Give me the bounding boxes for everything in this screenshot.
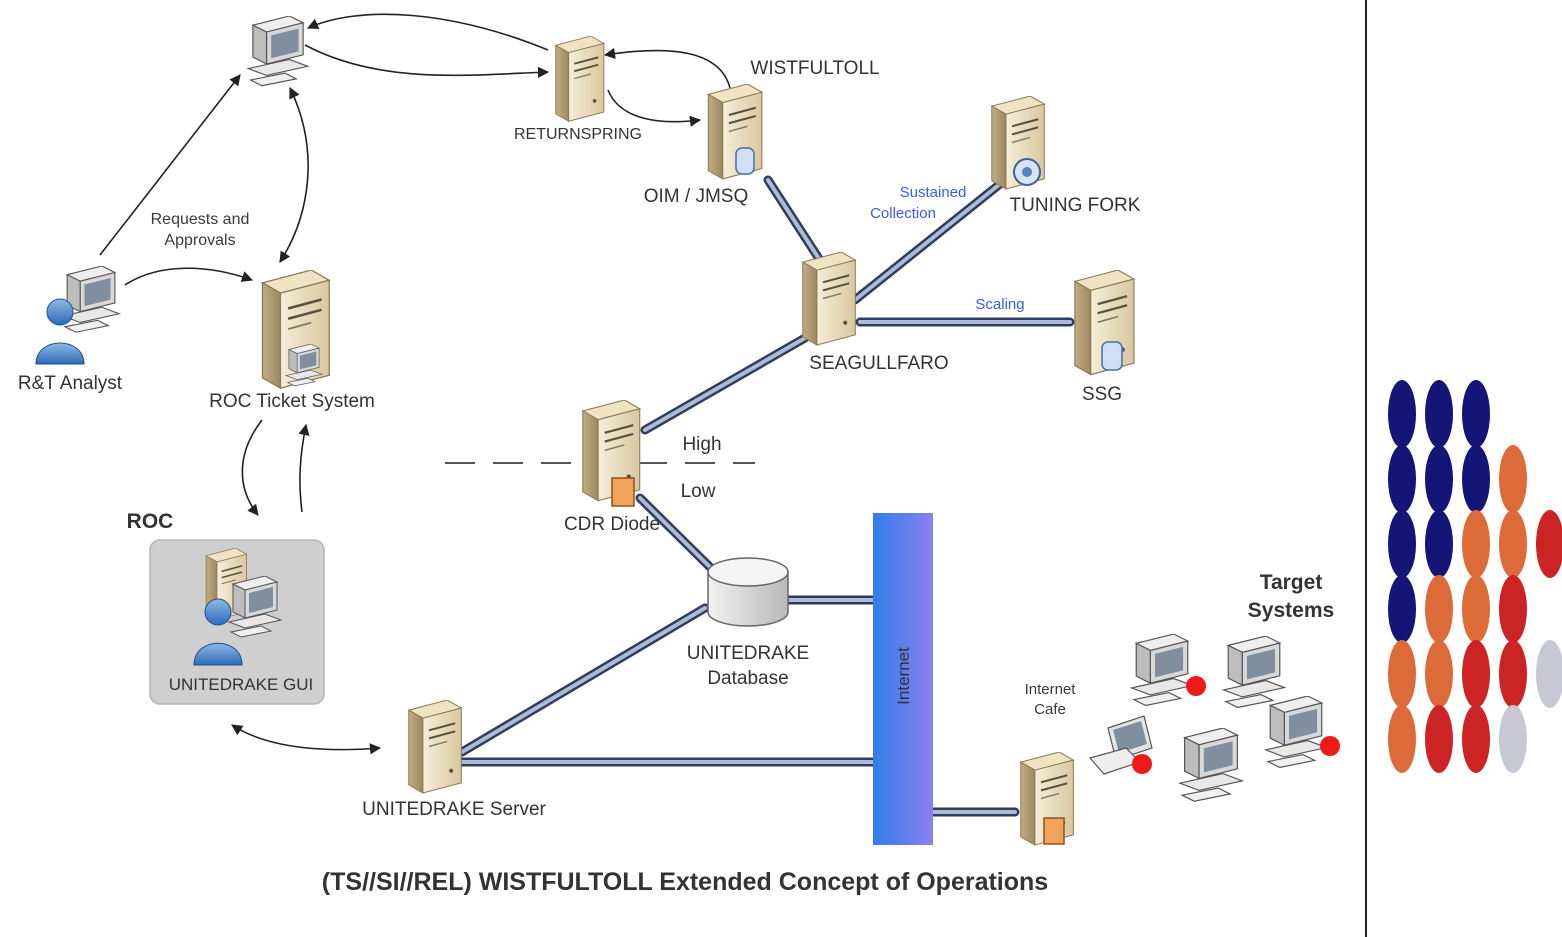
dot-gray bbox=[1499, 705, 1527, 773]
dot-orange bbox=[1462, 510, 1490, 578]
dot-red bbox=[1499, 575, 1527, 643]
unitedrake-database-icon bbox=[707, 557, 789, 627]
roc-ticket-server-icon bbox=[261, 270, 331, 390]
tuning-fork-server-icon bbox=[990, 96, 1046, 191]
low-label: Low bbox=[681, 481, 716, 502]
unitedrake-gui-label: UNITEDRAKE GUI bbox=[169, 675, 314, 694]
sustained-collection-line2: Collection bbox=[870, 205, 936, 222]
dot-navy bbox=[1388, 575, 1416, 643]
dot-orange bbox=[1425, 575, 1453, 643]
target-systems-label-line2: Systems bbox=[1248, 599, 1334, 622]
wistfultoll-label: WISTFULTOLL bbox=[750, 58, 879, 79]
network-links bbox=[457, 175, 1075, 817]
dot-navy bbox=[1388, 445, 1416, 513]
dot-red bbox=[1499, 640, 1527, 708]
dot-red bbox=[1425, 705, 1453, 773]
unitedrake-gui-icon bbox=[193, 548, 282, 666]
internet-cafe-label-line1: Internet bbox=[1025, 681, 1077, 698]
tuning-fork-label: TUNING FORK bbox=[1010, 195, 1141, 216]
dot-orange bbox=[1462, 575, 1490, 643]
dot-navy bbox=[1425, 380, 1453, 448]
target-pc-icon bbox=[1179, 728, 1243, 802]
target-systems-cluster bbox=[1088, 634, 1340, 802]
seagullfaro-server-icon bbox=[801, 252, 857, 347]
ssg-server-icon bbox=[1073, 270, 1136, 376]
analyst-workstation-icon bbox=[247, 16, 309, 87]
returnspring-label: RETURNSPRING bbox=[514, 126, 642, 143]
target-laptop-icon bbox=[1088, 715, 1153, 775]
diagram-title: (TS//SI//REL) WISTFULTOLL Extended Conce… bbox=[322, 868, 1048, 896]
requests-label-line2: Approvals bbox=[164, 232, 235, 249]
unitedrake-server-icon bbox=[407, 700, 463, 795]
high-label: High bbox=[682, 434, 721, 455]
workflow-arrows bbox=[99, 13, 731, 755]
dot-navy bbox=[1425, 445, 1453, 513]
cdr-diode-label: CDR Diode bbox=[564, 514, 660, 535]
seagullfaro-label: SEAGULLFARO bbox=[809, 353, 948, 374]
internet-label: Internet bbox=[894, 647, 913, 705]
dot-orange bbox=[1388, 705, 1416, 773]
returnspring-server-icon bbox=[554, 36, 605, 123]
oim-jmsq-label: OIM / JMSQ bbox=[644, 186, 749, 207]
target-pc-icon bbox=[1130, 634, 1206, 707]
unitedrake-db-label-line2: Database bbox=[707, 668, 788, 689]
dot-navy bbox=[1388, 380, 1416, 448]
unitedrake-db-label-line1: UNITEDRAKE bbox=[687, 643, 809, 664]
dot-red bbox=[1536, 510, 1562, 578]
scaling-label: Scaling bbox=[975, 296, 1024, 313]
internet-cafe-server-icon bbox=[1019, 752, 1075, 847]
dot-gray bbox=[1536, 640, 1562, 708]
dot-navy bbox=[1462, 380, 1490, 448]
ssg-label: SSG bbox=[1082, 384, 1122, 405]
dot-orange bbox=[1388, 640, 1416, 708]
cdr-diode-server-icon bbox=[581, 400, 641, 507]
sustained-collection-line1: Sustained bbox=[900, 184, 967, 201]
dot-orange bbox=[1499, 445, 1527, 513]
dot-red bbox=[1462, 640, 1490, 708]
dot-navy bbox=[1462, 445, 1490, 513]
dot-orange bbox=[1499, 510, 1527, 578]
dot-orange bbox=[1425, 640, 1453, 708]
internet-bar bbox=[873, 513, 933, 845]
roc-label: ROC bbox=[127, 510, 174, 533]
roc-ticket-label: ROC Ticket System bbox=[209, 391, 375, 412]
requests-label-line1: Requests and bbox=[151, 211, 250, 228]
dot-navy bbox=[1425, 510, 1453, 578]
dot-red bbox=[1462, 705, 1490, 773]
rt-analyst-icon bbox=[35, 266, 120, 365]
rt-analyst-label: R&T Analyst bbox=[18, 373, 123, 394]
dot-navy bbox=[1388, 510, 1416, 578]
dot-matrix bbox=[1388, 380, 1562, 773]
target-pc-icon bbox=[1222, 636, 1286, 709]
unitedrake-server-label: UNITEDRAKE Server bbox=[362, 799, 546, 820]
target-systems-label-line1: Target bbox=[1260, 571, 1323, 594]
target-pc-icon bbox=[1264, 696, 1340, 769]
oim-jmsq-server-icon bbox=[707, 84, 764, 181]
internet-cafe-label-line2: Cafe bbox=[1034, 701, 1066, 718]
